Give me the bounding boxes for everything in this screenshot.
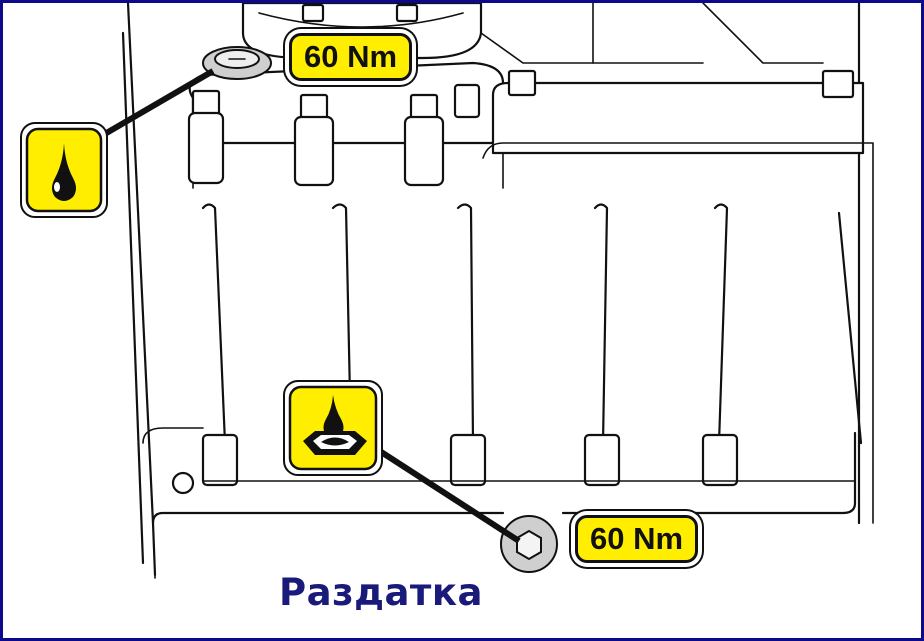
oil-drop-icon xyxy=(20,122,108,218)
drain-leader-line xyxy=(373,445,521,544)
torque-label-fill-plug: 60 Nm xyxy=(289,33,413,81)
torque-label-drain-plug: 60 Nm xyxy=(575,515,699,563)
transfer-case-drawing xyxy=(20,3,874,579)
fill-leader-line xyxy=(101,68,215,138)
drain-plug xyxy=(500,515,558,573)
housing-ribs xyxy=(201,203,863,445)
rib-bosses xyxy=(201,433,739,487)
diagram-caption: Раздатка xyxy=(279,571,483,614)
right-housing-block xyxy=(491,81,865,155)
flange-bolts xyxy=(187,3,855,187)
mounting-hole xyxy=(171,471,195,495)
fill-plug xyxy=(202,46,272,80)
oil-drain-icon xyxy=(283,380,383,476)
